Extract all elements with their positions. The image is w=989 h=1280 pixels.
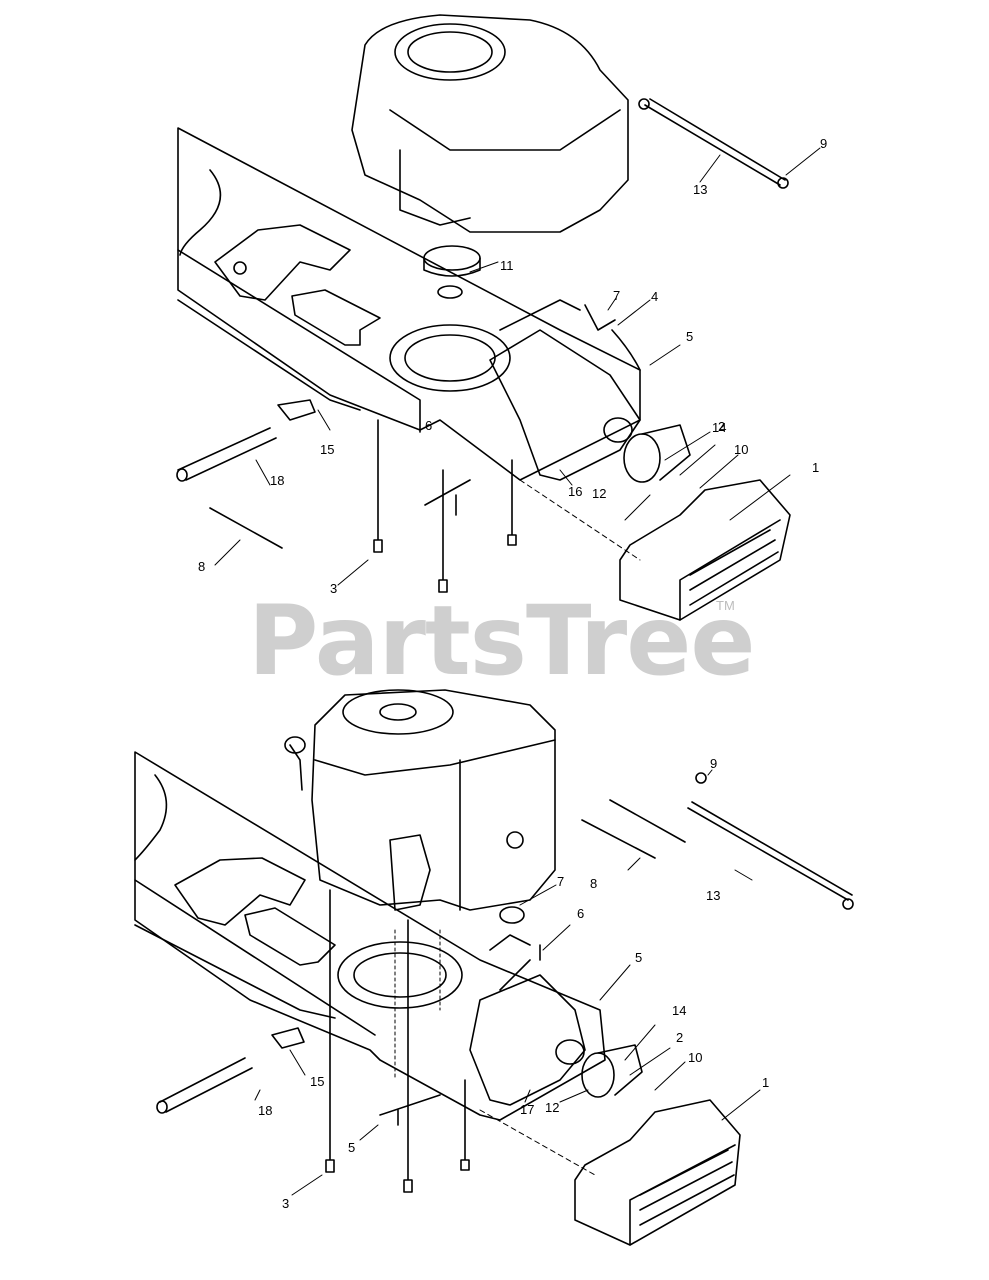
callout-bottom-8: 8 [590, 876, 597, 891]
callout-top-5: 5 [686, 329, 693, 344]
callout-bottom-14: 14 [672, 1003, 686, 1018]
bottom-rod-8b [581, 819, 656, 859]
callout-top-11: 11 [500, 258, 514, 273]
callout-bottom-18: 18 [258, 1103, 272, 1118]
callout-bottom-5b: 5 [348, 1140, 355, 1155]
top-hose-18 [177, 427, 277, 481]
bottom-hose-18 [159, 1057, 253, 1113]
top-assembly [176, 14, 821, 621]
callout-top-7: 7 [613, 288, 620, 303]
callout-top-10: 10 [734, 442, 748, 457]
bottom-bolt [325, 889, 335, 1173]
callout-bottom-5: 5 [635, 950, 642, 965]
partstree-watermark: PartsTree [248, 585, 755, 697]
callout-top-9: 9 [820, 136, 827, 151]
top-rod-13 [644, 98, 786, 186]
top-valve-15 [277, 399, 316, 421]
top-pulley [423, 245, 481, 271]
top-muffler [489, 329, 641, 481]
callout-top-13: 13 [693, 182, 707, 197]
bottom-rod-13 [687, 801, 853, 901]
callout-bottom-3: 3 [282, 1196, 289, 1211]
bottom-callouts: 9 8 13 7 6 5 14 2 10 1 12 17 15 18 5 3 [258, 756, 769, 1211]
callout-top-16: 16 [568, 484, 582, 499]
callout-top-12: 12 [592, 486, 606, 501]
bottom-rod-8a [609, 799, 686, 843]
callout-bottom-7: 7 [557, 874, 564, 889]
top-frame-rail [177, 127, 641, 481]
callout-bottom-12: 12 [545, 1100, 559, 1115]
callout-bottom-13: 13 [706, 888, 720, 903]
callout-bottom-15: 15 [310, 1074, 324, 1089]
top-frame-bearing [389, 324, 511, 392]
callout-top-14: 14 [712, 420, 726, 435]
callout-bottom-10: 10 [688, 1050, 702, 1065]
top-pin-8 [209, 507, 283, 549]
callout-bottom-9: 9 [710, 756, 717, 771]
top-washer [437, 285, 463, 299]
bottom-assembly [134, 689, 854, 1246]
top-bolt [373, 419, 383, 553]
bottom-frame-plate [174, 857, 306, 926]
bottom-valve-15 [271, 1027, 305, 1049]
trademark-mark: TM [716, 598, 735, 613]
callout-top-2: 2 [718, 419, 725, 434]
top-shield-14 [623, 433, 661, 483]
top-callouts: 9 13 11 7 4 5 6 14 2 10 1 12 16 15 18 8 … [198, 136, 827, 596]
callout-top-15: 15 [320, 442, 334, 457]
top-engine [351, 14, 629, 233]
callout-bottom-2: 2 [676, 1030, 683, 1045]
bottom-frame-rail [134, 751, 606, 1121]
callout-bottom-1: 1 [762, 1075, 769, 1090]
callout-top-4: 4 [651, 289, 658, 304]
callout-top-1: 1 [812, 460, 819, 475]
callout-top-3: 3 [330, 581, 337, 596]
callout-top-18: 18 [270, 473, 284, 488]
bottom-engine [311, 689, 556, 911]
callout-bottom-17: 17 [520, 1102, 534, 1117]
top-frame-plate [214, 224, 351, 301]
bottom-frame-bearing [337, 941, 463, 1009]
callout-top-6: 6 [425, 418, 432, 433]
top-guard-1 [619, 479, 791, 621]
bottom-guard-1 [574, 1099, 741, 1246]
callout-bottom-6: 6 [577, 906, 584, 921]
callout-top-8: 8 [198, 559, 205, 574]
bottom-muffler [469, 974, 586, 1106]
